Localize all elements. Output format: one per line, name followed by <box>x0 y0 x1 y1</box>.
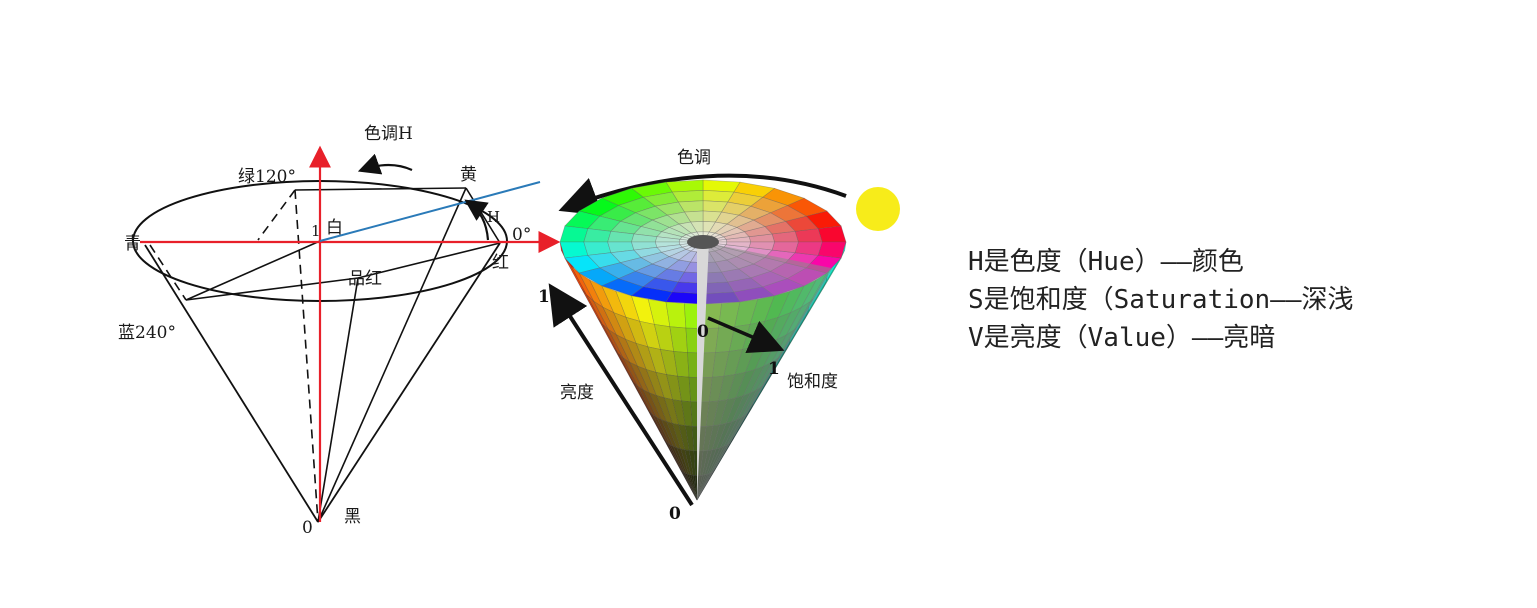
value-one-marker: 1 <box>538 287 550 307</box>
saturation-label: 饱和度 <box>787 372 838 392</box>
cone-side-cell <box>692 474 698 501</box>
green-label: 绿120° <box>238 167 296 187</box>
black-label: 黑 <box>344 507 361 527</box>
cone-top-cell <box>702 179 741 193</box>
h-angle-arc <box>464 199 490 241</box>
cone-side-cell <box>690 474 698 501</box>
cone-top-cell <box>725 241 752 248</box>
value-description: V是亮度（Value）——亮暗 <box>968 323 1276 353</box>
cone-top-cell <box>748 241 775 251</box>
light-source-circle <box>856 187 900 231</box>
value-arrow <box>548 283 694 507</box>
cone-side-cell <box>696 468 716 501</box>
one-marker: 1 <box>311 222 321 240</box>
yellow-label: 黄 <box>460 165 477 185</box>
cone-side-cell <box>680 469 698 501</box>
cone-grey-axis <box>697 242 709 500</box>
hue-rotation-arrow <box>357 153 413 175</box>
white-label: 白 <box>326 218 343 238</box>
h-marker: H <box>487 208 500 226</box>
hsv-description: H是色度（Hue）——颜色 S是饱和度（Saturation——深浅 V是亮度（… <box>968 243 1354 357</box>
cone-top-cell <box>794 241 823 256</box>
cone-top-cell <box>817 241 847 259</box>
saturation-arrow <box>707 316 785 354</box>
hidden-edge-cyan-green <box>257 189 296 241</box>
cone-top-cell <box>559 225 589 243</box>
hex-edge-1 <box>294 187 467 191</box>
red-label: 红 <box>492 253 509 273</box>
zero-label: 0 <box>302 518 313 538</box>
hidden-edge-green <box>294 189 319 523</box>
cyan-label: 青 <box>124 234 141 254</box>
cone-center-hole <box>687 235 719 249</box>
zero-degree-label: 0° <box>512 225 531 245</box>
hue-angle-line <box>319 181 541 242</box>
blue-label: 蓝240° <box>118 323 176 343</box>
cone-top-cell <box>583 228 612 243</box>
cone-interior-cut <box>697 242 833 500</box>
right-hsv-cone: 色调 1 0 亮度 0 1 饱和度 <box>538 148 900 524</box>
left-hue-label: 色调H <box>364 124 413 144</box>
hex-edge-5 <box>185 240 321 301</box>
value-zero-marker: 0 <box>669 504 681 524</box>
saturation-description: S是饱和度（Saturation——深浅 <box>968 285 1354 315</box>
magenta-label: 品红 <box>348 269 382 289</box>
hue-description: H是色度（Hue）——颜色 <box>968 247 1244 277</box>
cone-edge-yellow <box>317 187 467 523</box>
right-hue-label: 色调 <box>677 148 711 168</box>
saturation-one-marker: 1 <box>768 359 780 379</box>
left-hsv-cone: 色调H 绿120° 黄 白 1 H 青 0° 红 品红 蓝240° 0 黑 <box>118 124 561 538</box>
cone-edge-magenta <box>317 277 359 523</box>
saturation-zero-marker: 0 <box>697 322 709 342</box>
cone-top-cell <box>771 241 799 254</box>
cone-top-cell <box>665 179 704 193</box>
cone-edge-right <box>317 242 501 523</box>
hex-edge-3 <box>185 277 359 301</box>
hidden-edge-blue <box>149 244 187 301</box>
cone-side-cell <box>682 471 698 501</box>
cone-edge-left <box>144 244 319 523</box>
color-cone-body <box>559 179 847 501</box>
hex-edge-4 <box>357 242 501 279</box>
hue-arrow <box>558 173 847 216</box>
value-label: 亮度 <box>560 383 594 403</box>
